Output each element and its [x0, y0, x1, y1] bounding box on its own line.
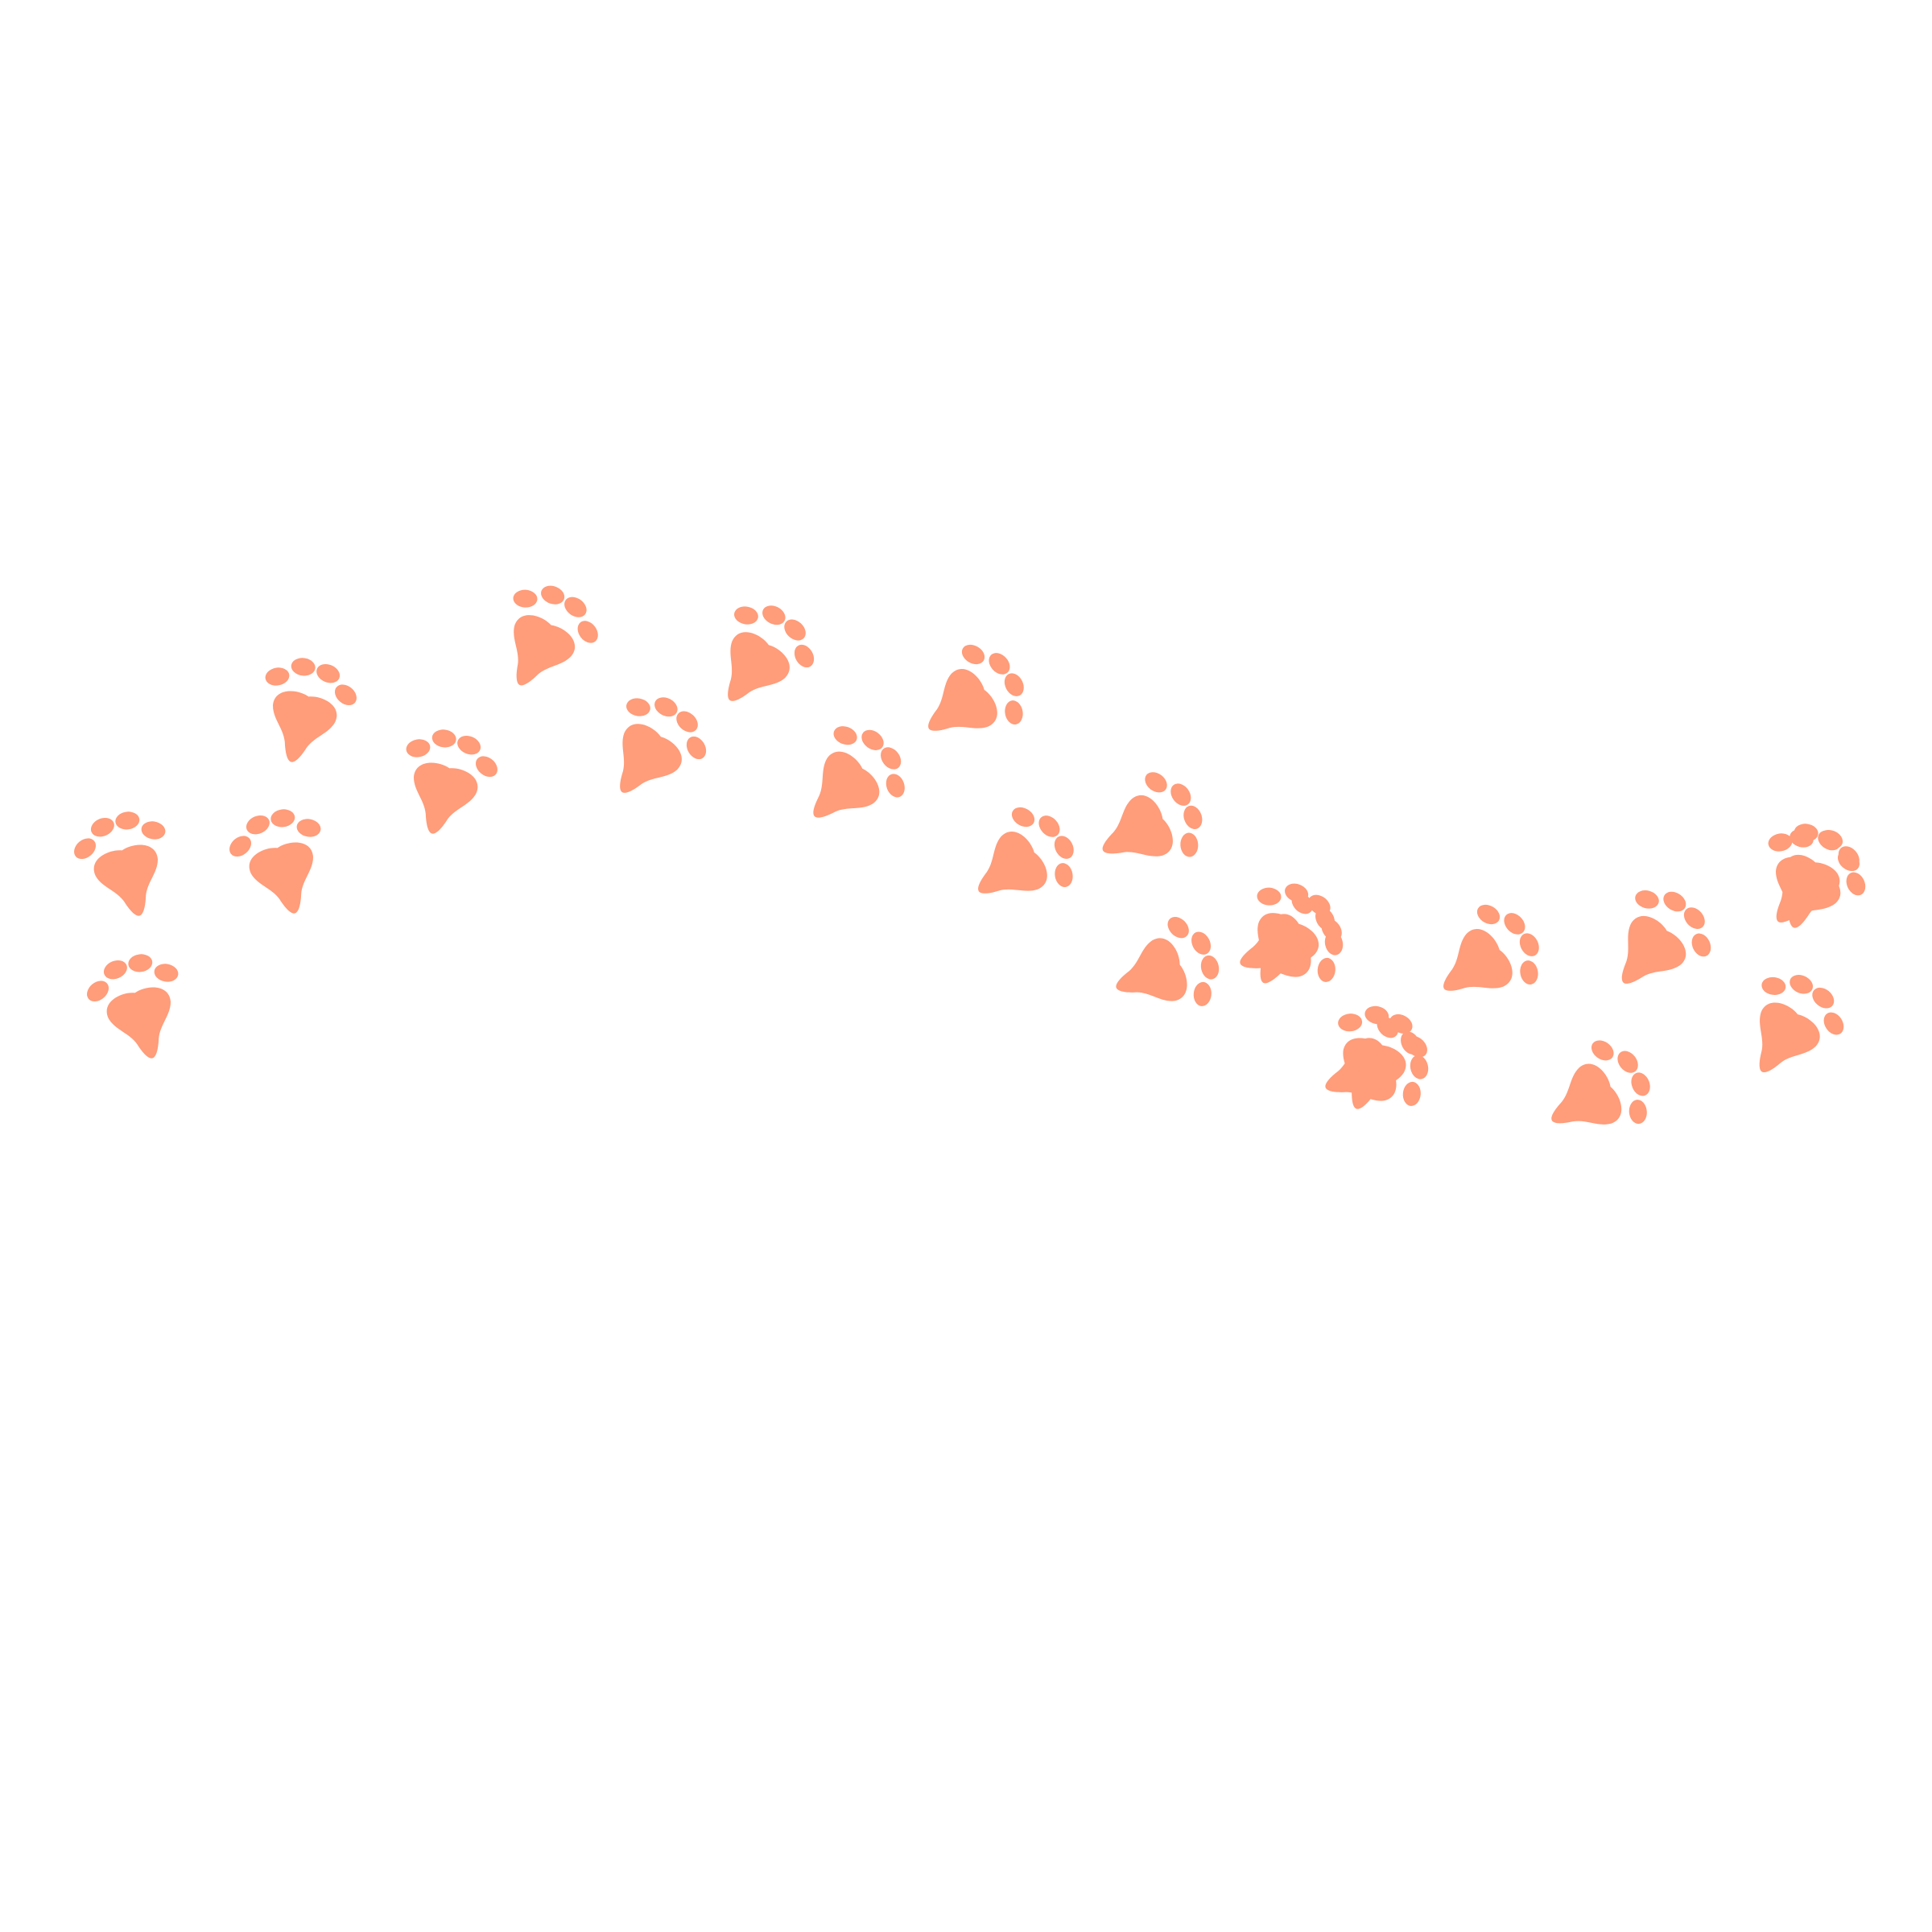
paw-print-icon — [76, 943, 201, 1071]
paw-print-icon — [1219, 865, 1357, 1007]
paw-print-icon — [778, 706, 925, 852]
paw-print-icon — [1585, 869, 1730, 1015]
paw-print-icon — [900, 627, 1044, 770]
paw-print-icon — [219, 798, 344, 927]
paw-print-icon — [1415, 887, 1559, 1030]
paw-print-icon — [1099, 904, 1233, 1035]
paw-print-icon — [1719, 956, 1860, 1099]
paw-print-icon — [383, 718, 508, 847]
paw-prints-group — [64, 568, 1885, 1164]
paw-print-icon — [1079, 757, 1220, 895]
paw-print-icon — [950, 790, 1094, 933]
paw-print-icon — [64, 800, 188, 929]
paw-print-icon — [242, 646, 367, 775]
paw-print-icon — [580, 677, 724, 821]
paw-print-icon — [1526, 1024, 1669, 1164]
paw-print-icon — [475, 568, 613, 709]
paw-print-icon — [688, 585, 832, 729]
